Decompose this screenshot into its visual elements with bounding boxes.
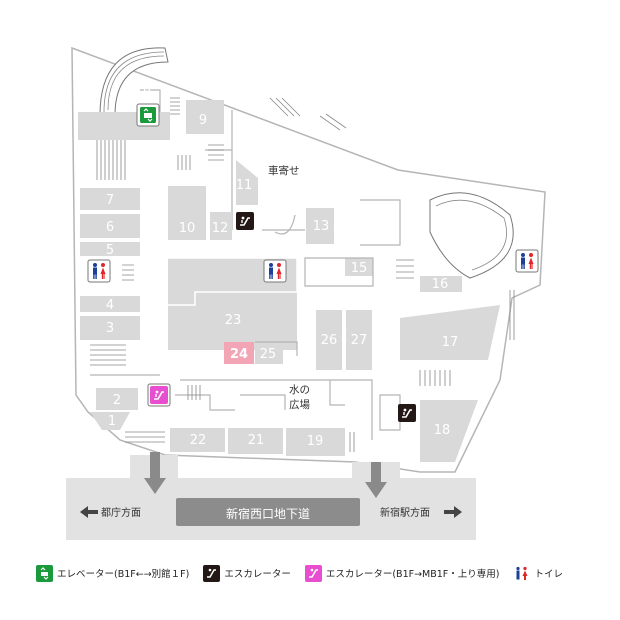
unit-16-block[interactable] — [420, 276, 462, 292]
right-arrow-icon — [444, 506, 462, 518]
unit-22-label: 22 — [190, 433, 207, 448]
escalator-icon[interactable] — [235, 211, 255, 231]
legend: エレベーター(B1F←→別館１F) エスカレーター エスカレーター(B1F→MB… — [36, 562, 596, 584]
unit-22-block[interactable] — [170, 428, 225, 452]
spiral-stairs-east — [429, 192, 514, 279]
escalator-special-icon — [304, 564, 322, 582]
left-direction-label: 都庁方面 — [101, 506, 141, 519]
spiral-steps-east — [435, 199, 507, 271]
passage-name-bar — [176, 498, 360, 526]
toilet-icon[interactable] — [263, 259, 287, 283]
unit-21-block[interactable] — [228, 428, 283, 454]
escalator-icon[interactable] — [397, 403, 417, 423]
toilet-icon[interactable] — [515, 249, 539, 273]
spiral-stairs-north — [99, 47, 169, 116]
unit-27-label: 27 — [351, 333, 368, 348]
unit-9-label: 9 — [199, 113, 207, 128]
unit-6-label: 6 — [106, 220, 114, 235]
unit-6-block[interactable] — [80, 214, 140, 238]
down-arrow-icon — [365, 462, 387, 498]
unit-12-block[interactable] — [210, 212, 232, 240]
legend-elevator: エレベーター(B1F←→別館１F) — [36, 564, 190, 582]
unit-7-block[interactable] — [80, 188, 140, 210]
water-plaza-label-line2: 広場 — [289, 398, 310, 411]
unit-2-block[interactable] — [96, 388, 138, 410]
unit-15-block[interactable] — [345, 258, 373, 276]
unit-1-block[interactable] — [90, 412, 130, 430]
unit-10-label: 10 — [179, 221, 196, 236]
unit-26-label: 26 — [321, 333, 338, 348]
unit-3-block[interactable] — [80, 316, 140, 340]
unit-18-block[interactable] — [420, 400, 478, 462]
unit-4-block[interactable] — [80, 296, 140, 312]
unit-25-block[interactable] — [255, 342, 283, 364]
floor-map: 1 2 3 4 5 6 7 8 9 10 11 12 13 15 16 17 1… — [66, 46, 546, 540]
elevator-icon — [36, 564, 53, 582]
unit-13-label: 13 — [313, 219, 330, 234]
toilet-icon[interactable] — [87, 259, 111, 283]
legend-escalator-special-label: エスカレーター(B1F→MB1F・上り専用) — [325, 569, 500, 580]
escalator-special-icon[interactable] — [147, 383, 171, 407]
unit-10-block[interactable] — [168, 186, 206, 240]
unit-5-block[interactable] — [80, 242, 140, 256]
unit-3-label: 3 — [106, 321, 114, 336]
unit-15-outline — [304, 257, 374, 287]
unit-13-block[interactable] — [306, 208, 334, 244]
unit-19-label: 19 — [307, 434, 324, 449]
unit-7-label: 7 — [106, 193, 114, 208]
unit-23-label: 23 — [225, 313, 242, 328]
unit-16-label: 16 — [432, 277, 449, 292]
unit-2-label: 2 — [113, 393, 121, 408]
escalator-icon — [203, 564, 221, 582]
toilet-icon — [513, 564, 531, 582]
legend-escalator-label: エスカレーター — [224, 569, 291, 580]
unit-21-label: 21 — [248, 433, 265, 448]
right-direction-label: 新宿駅方面 — [380, 506, 430, 519]
unit-8-label: 8 — [143, 81, 151, 96]
unit-17-label: 17 — [442, 335, 459, 350]
unit-24-block[interactable] — [224, 342, 254, 364]
water-plaza-label-line1: 水の — [289, 384, 310, 396]
unit-12-label: 12 — [212, 221, 229, 236]
unit-11-block[interactable] — [236, 160, 258, 205]
legend-escalator-special: エスカレーター(B1F→MB1F・上り専用) — [304, 564, 500, 582]
spiral-steps-north — [103, 51, 165, 113]
legend-toilet-label: トイレ — [534, 569, 563, 580]
unit-25-outline — [255, 341, 298, 356]
unit-17-block[interactable] — [400, 305, 500, 360]
unit-9-block[interactable] — [186, 100, 224, 134]
unit-4-label: 4 — [106, 298, 114, 313]
legend-escalator: エスカレーター — [203, 564, 291, 582]
unit-27-block[interactable] — [346, 310, 372, 370]
unit-11-label: 11 — [236, 178, 253, 193]
unit-15-label: 15 — [351, 261, 368, 276]
unit-5-label: 5 — [106, 243, 114, 258]
left-arrow-icon — [80, 506, 98, 518]
unit-24-label: 24 — [230, 347, 248, 362]
unit-23-outline — [168, 257, 298, 306]
stairs — [90, 97, 515, 452]
unit-19-block[interactable] — [286, 428, 345, 456]
passage-name: 新宿西口地下道 — [226, 506, 310, 521]
car-area-label: 車寄せ — [268, 164, 300, 177]
unit-25-label: 25 — [260, 347, 277, 362]
elevator-icon[interactable] — [136, 103, 160, 127]
down-arrow-icon — [144, 452, 166, 494]
legend-elevator-label: エレベーター(B1F←→別館１F) — [57, 569, 190, 580]
unit-18-label: 18 — [434, 423, 451, 438]
legend-toilet: トイレ — [513, 564, 563, 582]
unit-26-block[interactable] — [316, 310, 342, 370]
unit-1-label: 1 — [108, 414, 116, 429]
